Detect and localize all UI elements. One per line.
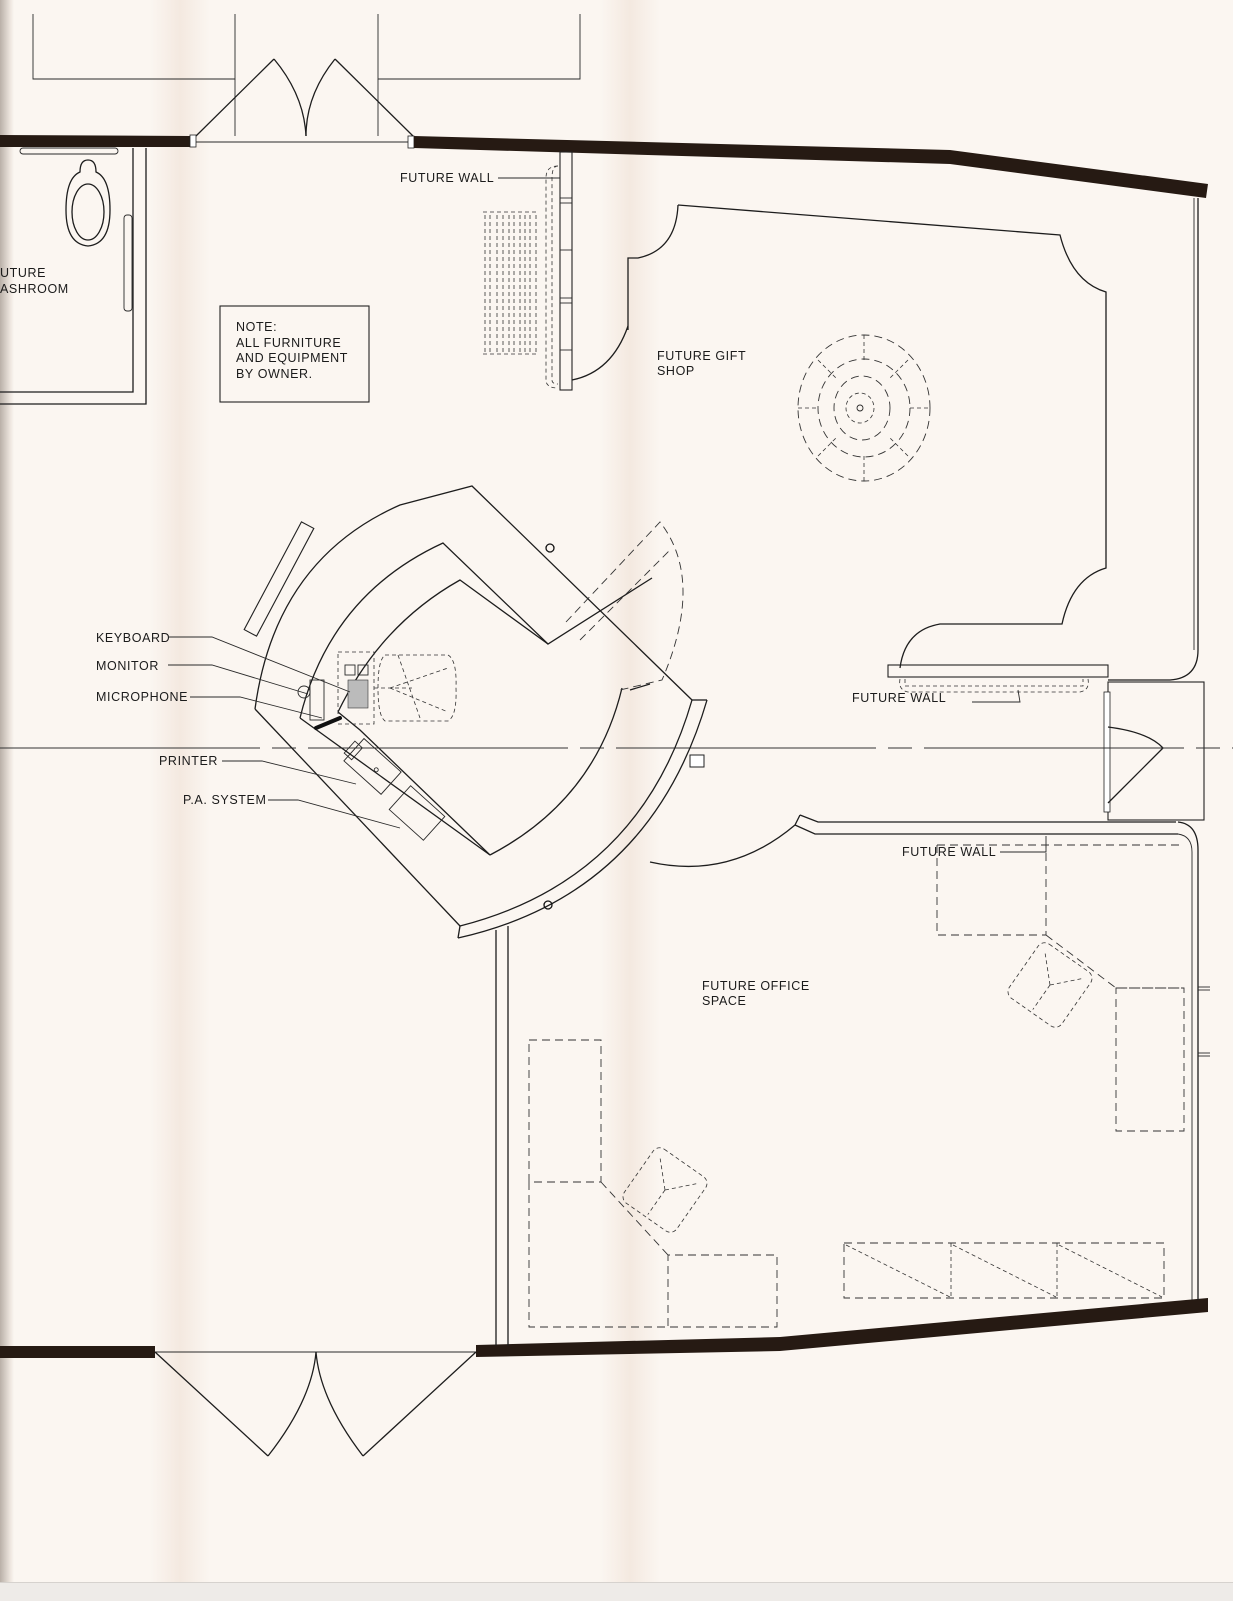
office-walls — [495, 814, 1210, 1346]
office-label-line2: SPACE — [702, 994, 746, 1008]
lower-entrance-doors — [154, 1351, 477, 1457]
note-box: NOTE: ALL FURNITURE AND EQUIPMENT BY OWN… — [219, 305, 370, 403]
printer-icon — [343, 737, 402, 795]
office-chair-icon — [622, 1147, 708, 1233]
monitor-icon — [297, 685, 311, 699]
future-wall-label: FUTURE WALL — [400, 171, 494, 185]
washroom-label-line1: UTURE — [0, 266, 46, 280]
future-wall-label: FUTURE WALL — [852, 691, 946, 705]
washroom-label-line2: ASHROOM — [0, 282, 69, 296]
reception-desk — [243, 485, 708, 939]
gift-shop-label-line2: SHOP — [657, 364, 695, 378]
desk-equipment — [297, 651, 457, 841]
toilet-icon — [65, 159, 111, 247]
corridor-door — [1103, 681, 1205, 821]
office-chair-icon — [1007, 942, 1093, 1028]
paper-fold — [150, 0, 210, 1600]
note-title: NOTE: — [236, 320, 277, 334]
note-line: BY OWNER. — [236, 367, 313, 381]
office-furniture: FUTURE OFFICE SPACE — [528, 845, 1185, 1328]
exterior-walls — [0, 134, 1208, 1358]
printer-label: PRINTER — [159, 754, 218, 768]
round-display-table — [797, 334, 931, 482]
keyboard-icon — [347, 679, 369, 709]
keyboard-label: KEYBOARD — [96, 631, 170, 645]
upper-entrance-doors — [32, 14, 581, 143]
display-shelving — [483, 211, 538, 355]
microphone-icon — [314, 716, 342, 730]
future-wall-top: FUTURE WALL — [400, 151, 629, 391]
note-line: ALL FURNITURE — [236, 336, 341, 350]
monitor-label: MONITOR — [96, 659, 159, 673]
future-wall-label: FUTURE WALL — [902, 845, 996, 859]
scanner-bed-strip — [0, 1582, 1233, 1601]
gift-shop-label-line1: FUTURE GIFT — [657, 349, 746, 363]
office-chair-icon — [377, 654, 457, 722]
equipment-callouts: KEYBOARD MONITOR MICROPHONE PRINTER P.A.… — [96, 631, 401, 829]
pa-system-label: P.A. SYSTEM — [183, 793, 266, 807]
paper-fold — [600, 0, 660, 1600]
microphone-label: MICROPHONE — [96, 690, 188, 704]
future-wall-middle: FUTURE WALL — [852, 664, 1109, 705]
future-wall-lower: FUTURE WALL — [902, 836, 1184, 859]
paper-edge-shadow — [0, 0, 14, 1600]
note-line: AND EQUIPMENT — [236, 351, 348, 365]
file-cabinets — [843, 1242, 1165, 1299]
gift-shop-room: FUTURE GIFT SHOP — [627, 198, 1199, 681]
office-label-line1: FUTURE OFFICE — [702, 979, 810, 993]
washroom: UTURE ASHROOM — [0, 147, 147, 405]
pa-system-icon — [388, 785, 446, 841]
